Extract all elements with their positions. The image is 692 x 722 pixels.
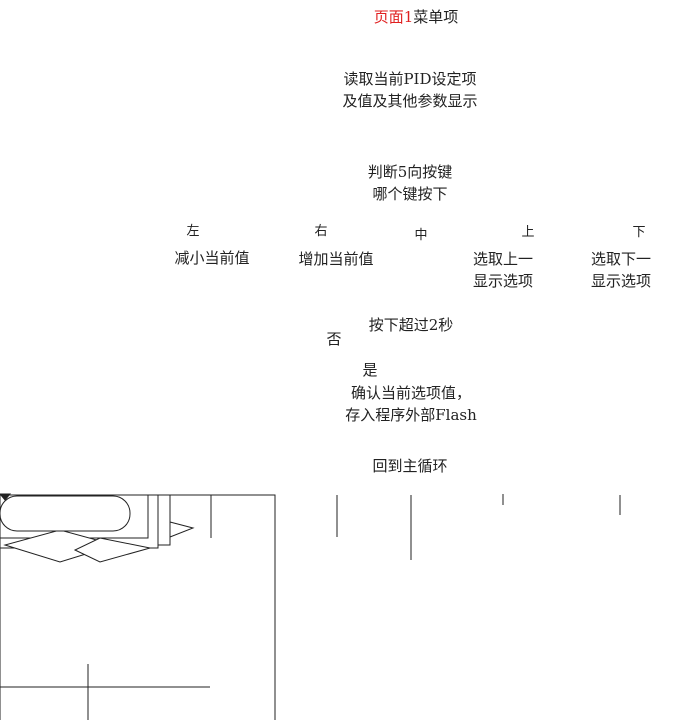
- select-next-line-1: 选取下一: [590, 250, 651, 268]
- read-pid-line-2: 及值及其他参数显示: [342, 92, 478, 110]
- action-select-next: 选取下一 显示选项: [579, 248, 663, 292]
- branch-yes-label: 是: [362, 361, 378, 379]
- select-prev-line-2: 显示选项: [472, 272, 533, 290]
- arrow-head-right: [169, 521, 195, 538]
- page-title: 页面1菜单项: [346, 6, 486, 28]
- key-label-right: 右: [314, 224, 328, 239]
- confirm-line-1: 确认当前选项值，: [350, 384, 471, 402]
- key-label-up: 上: [521, 225, 535, 240]
- action-select-prev: 选取上一 显示选项: [461, 248, 545, 292]
- judge-keys-line-1: 判断5向按键: [367, 163, 453, 181]
- key-label-down: 下: [632, 225, 646, 240]
- judge-keys-node: 判断5向按键 哪个键按下: [350, 161, 470, 205]
- key-label-left: 左: [186, 224, 200, 239]
- arrow-head-top: [0, 493, 12, 501]
- select-prev-line-1: 选取上一: [472, 250, 533, 268]
- action-decrease: 减小当前值: [174, 249, 250, 267]
- page-title-rest: 菜单项: [413, 8, 459, 26]
- return-main-node: 回到主循环: [372, 457, 448, 475]
- long-press-node: 按下超过2秒: [368, 316, 454, 334]
- confirm-line-2: 存入程序外部Flash: [345, 406, 477, 424]
- branch-no-label: 否: [326, 330, 342, 348]
- page-title-accent: 页面1: [373, 8, 414, 26]
- confirm-node: 确认当前选项值， 存入程序外部Flash: [326, 382, 496, 426]
- diamond-shape-right: [73, 537, 151, 563]
- action-increase: 增加当前值: [298, 250, 374, 268]
- judge-keys-line-2: 哪个键按下: [372, 185, 448, 203]
- read-pid-line-1: 读取当前PID设定项: [343, 70, 477, 88]
- select-next-line-2: 显示选项: [590, 272, 651, 290]
- read-pid-node: 读取当前PID设定项 及值及其他参数显示: [320, 68, 500, 112]
- terminator-shape: [0, 495, 131, 532]
- key-label-center: 中: [414, 228, 428, 243]
